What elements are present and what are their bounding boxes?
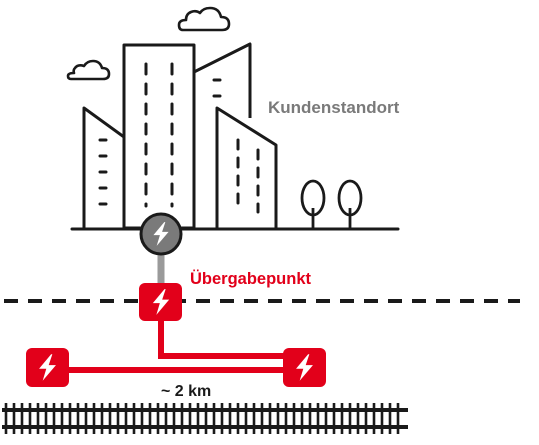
- lightning-bolt-icon: [139, 212, 183, 256]
- handover-point-label: Übergabepunkt: [190, 269, 312, 288]
- lightning-bolt-icon: [26, 348, 69, 387]
- customer-site-label: Kundenstandort: [268, 98, 400, 117]
- lightning-bolt-icon: [139, 283, 182, 321]
- tree-icon: [337, 179, 363, 228]
- distance-label: ~ 2 km: [161, 383, 211, 400]
- tree-icon: [300, 179, 326, 228]
- building-windows: [98, 62, 260, 214]
- lightning-bolt-icon: [283, 348, 326, 387]
- fiber-route: [64, 318, 301, 373]
- railway-track-icon: [2, 403, 408, 434]
- cloud-icon: [177, 6, 231, 32]
- building-icon: [82, 42, 278, 230]
- cloud-icon: [66, 59, 111, 81]
